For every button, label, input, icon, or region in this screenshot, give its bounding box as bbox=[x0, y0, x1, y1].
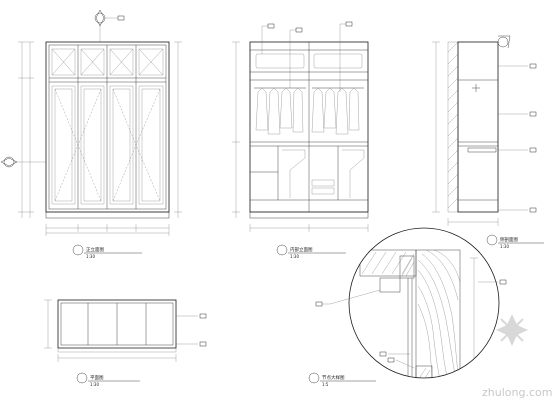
front-wardrobe-outline bbox=[45, 41, 170, 213]
interior-elevation-scale: 1:30 bbox=[290, 254, 299, 259]
callout-tag bbox=[199, 341, 207, 347]
section-marker-icon bbox=[3, 156, 15, 168]
view-title-bubble-icon bbox=[276, 244, 288, 256]
side-cabinet-outline bbox=[457, 41, 499, 213]
detail-scale: 1:5 bbox=[322, 382, 329, 387]
front-elevation-title: 正立面图 bbox=[86, 246, 104, 253]
plan-title: 平面图 bbox=[90, 375, 104, 381]
callout-tag bbox=[379, 351, 387, 357]
view-title-bubble-icon bbox=[72, 244, 84, 256]
callout-tag bbox=[529, 111, 537, 117]
callout-tag bbox=[499, 279, 507, 285]
side-section-scale: 1:30 bbox=[500, 244, 509, 249]
callout-tag bbox=[529, 147, 537, 153]
callout-tag bbox=[345, 21, 353, 27]
callout-tag bbox=[117, 15, 125, 21]
front-elevation: 正立面图 1:30 bbox=[0, 9, 182, 259]
watermark: zhulong.com bbox=[482, 314, 552, 399]
plan-view: 平面图 1:30 bbox=[44, 299, 207, 387]
interior-elevation-title: 内部立面图 bbox=[290, 246, 313, 253]
callout-tag bbox=[529, 63, 537, 69]
side-section: 侧剖面图 1:30 bbox=[432, 35, 544, 249]
section-marker-icon bbox=[497, 36, 509, 48]
watermark-text: zhulong.com bbox=[482, 386, 552, 399]
interior-elevation: 内部立面图 1:30 bbox=[232, 21, 369, 259]
watermark-logo-icon bbox=[496, 314, 528, 346]
detail-view: 节点大样图 1:5 bbox=[308, 227, 507, 387]
section-marker-icon bbox=[94, 12, 106, 24]
callout-tag bbox=[199, 313, 207, 319]
plan-scale: 1:30 bbox=[90, 382, 99, 387]
detail-title: 节点大样图 bbox=[322, 374, 345, 381]
callout-tag bbox=[315, 301, 323, 307]
front-elevation-scale: 1:30 bbox=[86, 254, 95, 259]
callout-tag bbox=[295, 27, 303, 33]
callout-tag bbox=[529, 207, 537, 213]
view-title-bubble-icon bbox=[308, 372, 320, 384]
callout-tag bbox=[387, 357, 395, 363]
wall-hatch bbox=[447, 41, 459, 209]
callout-tag bbox=[267, 23, 275, 29]
view-title-bubble-icon bbox=[76, 372, 88, 384]
detail-circle bbox=[348, 227, 500, 379]
side-section-title: 侧剖面图 bbox=[500, 236, 518, 243]
view-title-bubble-icon bbox=[486, 234, 498, 246]
